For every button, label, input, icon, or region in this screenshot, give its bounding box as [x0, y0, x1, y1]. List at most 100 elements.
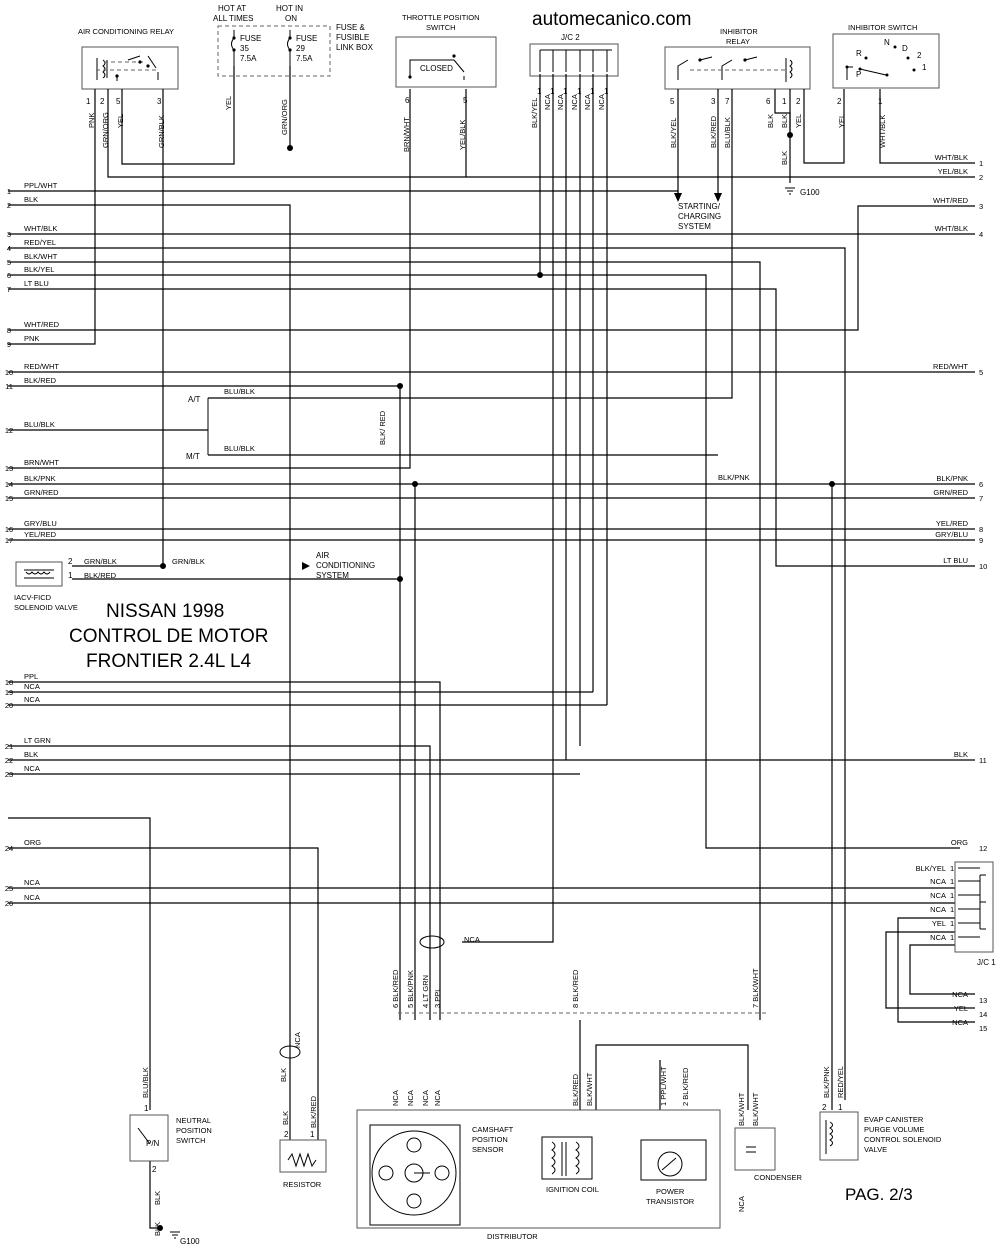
left-pin-number: 19 — [5, 688, 13, 697]
left-pin-number: 23 — [5, 770, 13, 779]
resistor-wire: BLK — [281, 1111, 290, 1125]
inhibitor-switch: INHIBITOR SWITCH N R D 2 1 P 2 1 YEL WHT… — [832, 23, 940, 148]
left-pin-wire: RED/WHT — [24, 362, 59, 371]
left-pin-wire: NCA — [24, 695, 40, 704]
left-pin-wire: BLK/YEL — [24, 265, 54, 274]
iacv-pin: 2 — [68, 557, 73, 566]
distributor-connector: 6 BLK/RED 5 BLK/PNK 4 LT GRN 3 PPL 8 BLK… — [391, 968, 760, 1008]
right-pin-number: 13 — [979, 996, 987, 1005]
inh-relay-pin: 7 — [725, 97, 730, 106]
ground-g100-top: G100 — [785, 187, 820, 197]
left-pin-wire: NCA — [24, 878, 40, 887]
left-pin-wire: LT GRN — [24, 736, 51, 745]
left-pin-wire: PPL/WHT — [24, 181, 58, 190]
at-label: A/T — [188, 395, 201, 404]
left-pin-number: 2 — [7, 201, 11, 210]
inh-relay-pin: 6 — [766, 97, 771, 106]
tps-wire: BRN/WHT — [402, 117, 411, 152]
ac-relay-pin: 5 — [116, 97, 121, 106]
distributor-label: DISTRIBUTOR — [487, 1232, 538, 1241]
right-pin-wire: NCA — [952, 1018, 968, 1027]
left-pin-wire: WHT/BLK — [24, 224, 57, 233]
jc1-row-pin: 1 — [950, 877, 954, 886]
left-pin-wire: GRY/BLU — [24, 519, 57, 528]
ac-relay-title: AIR CONDITIONING RELAY — [78, 27, 174, 36]
jc2-wire: BLK/YEL — [530, 98, 539, 128]
left-pin-number: 25 — [5, 884, 13, 893]
left-pin-wire: ORG — [24, 838, 41, 847]
blk-red-vertical-label: BLK/ RED — [378, 410, 387, 445]
ac-relay-wire: GRN/BLK — [157, 115, 166, 148]
cond-nca: NCA — [737, 1196, 746, 1212]
left-pin-wire: BLK — [24, 195, 38, 204]
at-mt-brace: A/T M/T BLU/BLK BLU/BLK — [186, 387, 255, 461]
left-pin-number: 9 — [7, 340, 11, 349]
ac-relay-wire: YEL — [116, 114, 125, 128]
fuse-out-wire: YEL — [224, 96, 233, 110]
resistor-pin: 1 — [310, 1130, 315, 1139]
inh-switch-pin: 2 — [837, 97, 842, 106]
left-pin-number: 10 — [5, 368, 13, 377]
left-pin-wire: LT BLU — [24, 279, 49, 288]
ac-relay-pin: 2 — [100, 97, 105, 106]
neutral-pin: 1 — [144, 1104, 149, 1113]
tps-wire: YEL/BLK — [458, 120, 467, 150]
neutral-wire: BLK — [153, 1222, 162, 1236]
left-pin-wire: WHT/RED — [24, 320, 60, 329]
right-pin-number: 14 — [979, 1010, 987, 1019]
coil-wire: BLK/WHT — [585, 1072, 594, 1106]
dist-pin-7: 7 BLK/WHT — [751, 968, 760, 1008]
left-pin-number: 21 — [5, 742, 13, 751]
jc1-row-wire: NCA — [930, 877, 946, 886]
title-line-1: NISSAN 1998 — [106, 601, 224, 622]
left-pin-wire: PNK — [24, 334, 39, 343]
jc1-row-wire: NCA — [930, 905, 946, 914]
jc2-title: J/C 2 — [561, 33, 580, 42]
mt-wire: BLU/BLK — [224, 444, 255, 453]
pt-wire: 2 BLK/RED — [681, 1067, 690, 1106]
nca-loop: NCA — [419, 935, 480, 949]
resistor-label: RESISTOR — [283, 1180, 322, 1189]
right-pin-wire: WHT/BLK — [935, 224, 968, 233]
right-pin-number: 1 — [979, 159, 983, 168]
inhibitor-switch-title: INHIBITOR SWITCH — [848, 23, 917, 32]
condenser-label: CONDENSER — [754, 1173, 803, 1182]
left-pin-number: 13 — [5, 464, 13, 473]
left-pin-wire: RED/YEL — [24, 238, 56, 247]
right-pin-number: 15 — [979, 1024, 987, 1033]
inhibitor-pos-2: 2 — [917, 51, 922, 60]
inh-relay-pin: 2 — [796, 97, 801, 106]
right-pin-wire: NCA — [952, 990, 968, 999]
jc2-wire: NCA — [597, 94, 606, 110]
right-pin-number: 7 — [979, 494, 983, 503]
ac-relay: AIR CONDITIONING RELAY 1 2 5 3 PNK GRN/O… — [78, 27, 179, 148]
inh-relay-ground-wire: BLK — [780, 151, 789, 165]
left-pin-number: 5 — [7, 258, 11, 267]
ac-relay-wire: PNK — [87, 113, 96, 128]
neutral-wire: BLU/BLK — [141, 1067, 150, 1098]
title-line-3: FRONTIER 2.4L L4 — [86, 651, 252, 672]
inh-switch-wire: WHT/BLK — [878, 115, 887, 148]
inh-relay-pin: 3 — [711, 97, 716, 106]
right-pin-wire: LT BLU — [943, 556, 968, 565]
dist-pin-8: 8 BLK/RED — [571, 969, 580, 1008]
left-pin-wire: NCA — [24, 682, 40, 691]
left-pin-wire: NCA — [24, 893, 40, 902]
resistor-top-wire: BLK — [279, 1068, 288, 1082]
left-pin-number: 22 — [5, 756, 13, 765]
right-pin-wire: ORG — [951, 838, 968, 847]
resistor-wire: BLK/RED — [309, 1095, 318, 1128]
evap-wire: BLK/PNK — [822, 1066, 831, 1098]
inhibitor-pos-d: D — [902, 44, 908, 53]
left-pin-wire: BRN/WHT — [24, 458, 59, 467]
at-wire: BLU/BLK — [224, 387, 255, 396]
dist-pin: 5 BLK/PNK — [406, 970, 415, 1008]
left-pin-number: 12 — [5, 426, 13, 435]
